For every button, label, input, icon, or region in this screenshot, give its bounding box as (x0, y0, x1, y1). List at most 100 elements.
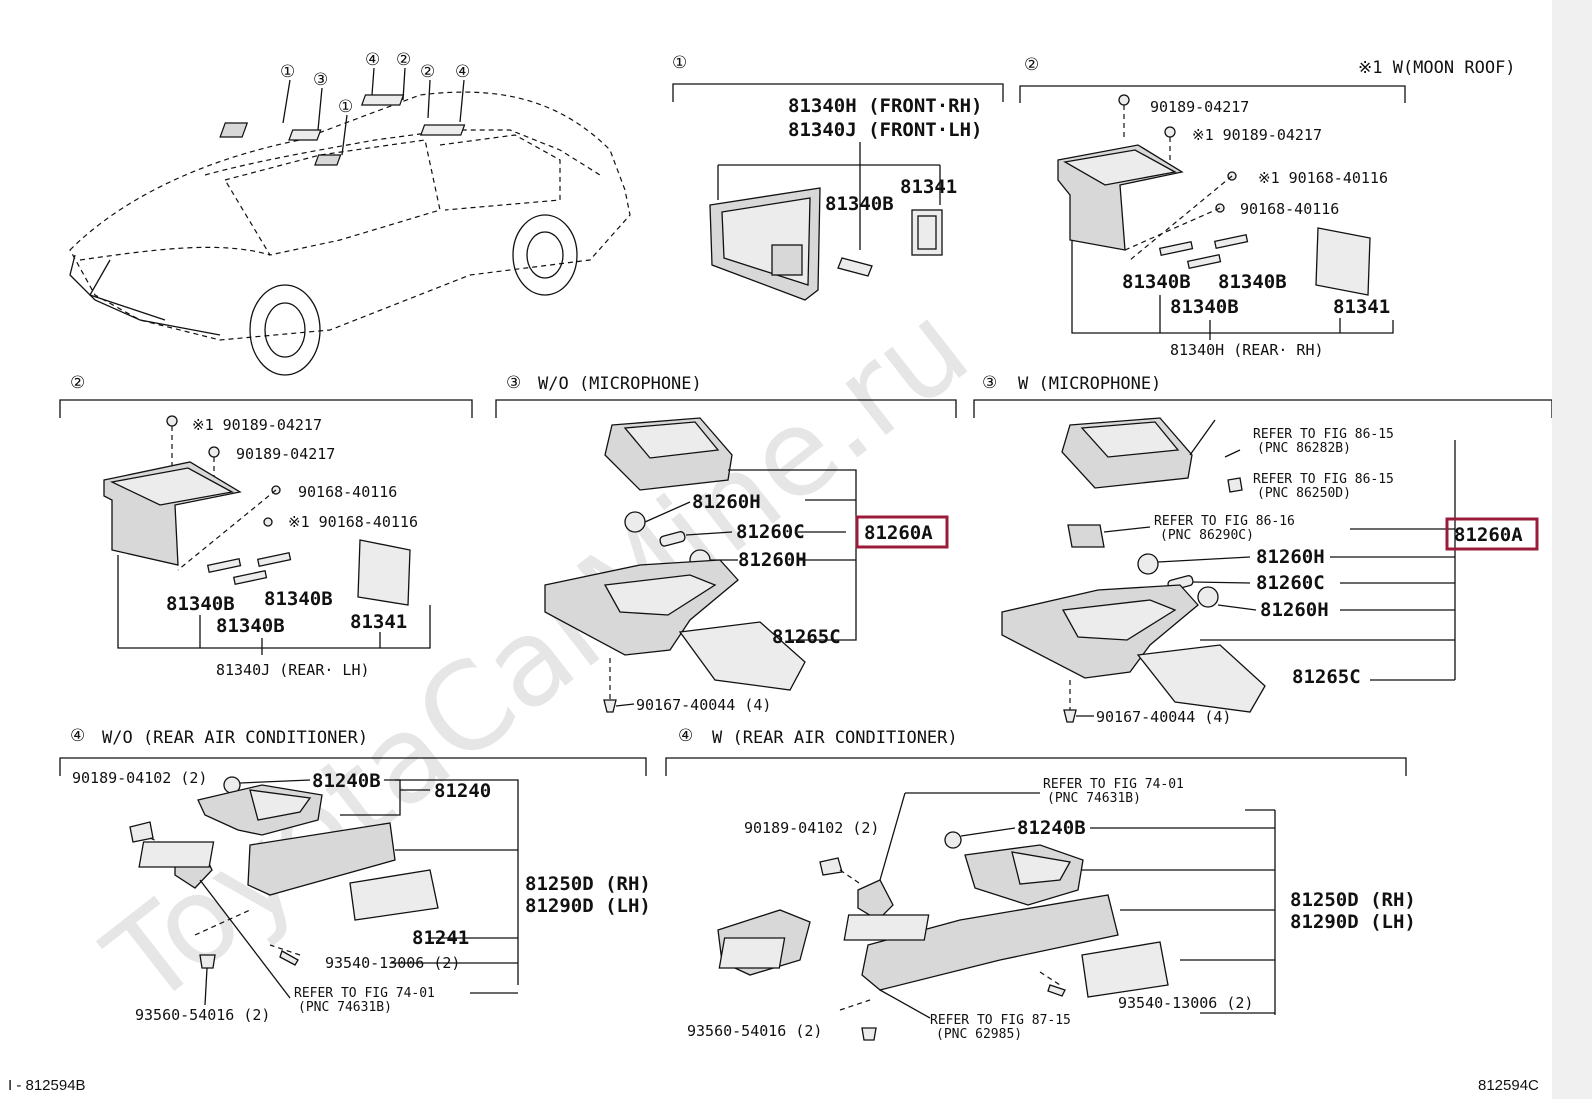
screw-alt-90189-04217: ※1 90189-04217 (192, 416, 322, 434)
refer-87-15: REFER TO FIG 87-15 (930, 1013, 1071, 1028)
part-81250d-rh: 81250D (RH) (1290, 889, 1416, 911)
clip-90189-04102: 90189-04102 (2) (744, 819, 879, 837)
pnc-86290c: (PNC 86290C) (1160, 528, 1254, 543)
part-81260a: 81260A (864, 522, 933, 544)
car-callouts: ① ③ ① ④ ② ② ④ (280, 50, 470, 117)
callout-2b: ② (420, 62, 435, 82)
section-number: ② (1024, 55, 1039, 75)
cover-icon (1136, 644, 1266, 713)
bulb-81340b-1: 81340B (166, 593, 235, 615)
rear-panel-icon (360, 94, 405, 106)
section-number: ④ (678, 726, 693, 746)
part-81340b: 81340B (825, 193, 894, 215)
screw-93560-54016: 93560-54016 (2) (135, 1006, 270, 1024)
bulb-81340b-1: 81340B (1122, 271, 1191, 293)
bulb-81340b-3: 81340B (216, 615, 285, 637)
section-3-with-microphone: ③ W (MICROPHONE) REFER TO FIG 86-15 (PNC… (973, 373, 1553, 726)
section-number: ② (70, 373, 85, 393)
bulb-81260c: 81260C (736, 521, 805, 543)
screw-93540-13006: 93540-13006 (2) (1118, 994, 1253, 1012)
figure-code-right: 812594C (1478, 1077, 1539, 1094)
screw-90189-04217: 90189-04217 (1150, 98, 1249, 116)
part-81341: 81341 (350, 611, 407, 633)
section-title: W (REAR AIR CONDITIONER) (712, 728, 958, 748)
part-81341: 81341 (1333, 296, 1390, 318)
cover-icon (678, 621, 806, 691)
nut-90168-40116-alt: ※1 90168-40116 (1258, 169, 1388, 187)
section-number: ④ (70, 726, 85, 746)
bezel-icon (861, 894, 1119, 991)
section-title: W/O (MICROPHONE) (538, 374, 702, 394)
bulb-81340b-3: 81340B (1170, 296, 1239, 318)
section-4-without-rear-ac: ④ W/O (REAR AIR CONDITIONER) 90189-04102… (59, 726, 651, 1024)
pnc-62985: (PNC 62985) (936, 1027, 1022, 1042)
highlight-81260a (1445, 517, 1539, 551)
screw-93540-13006: 93540-13006 (2) (325, 954, 460, 972)
assy-81340h-rear: 81340H (REAR· RH) (1170, 341, 1324, 359)
section-3-without-microphone: ③ W/O (MICROPHONE) 81260H 81260C 81260H … (495, 373, 957, 714)
screw-93560-icon (199, 954, 216, 969)
section-4-with-rear-ac: ④ W (REAR AIR CONDITIONER) REFER TO FIG … (665, 726, 1416, 1042)
bulb-icon (1137, 553, 1159, 575)
refer-74-01: REFER TO FIG 74-01 (1043, 777, 1184, 792)
section-number: ③ (506, 373, 521, 393)
car-illustration: ① ③ ① ④ ② ② ④ (69, 50, 631, 376)
part-81340j: 81340J (FRONT·LH) (788, 119, 982, 141)
refer-86-15-a: REFER TO FIG 86-15 (1253, 427, 1394, 442)
part-81265c: 81265C (772, 626, 841, 648)
part-81340h: 81340H (FRONT·RH) (788, 95, 982, 117)
callout-2: ② (396, 50, 411, 70)
part-81250d-rh: 81250D (RH) (525, 873, 651, 895)
clip-90189-04102: 90189-04102 (2) (72, 769, 207, 787)
callout-1b: ① (338, 97, 353, 117)
screw-90167-40044: 90167-40044 (4) (1096, 708, 1231, 726)
bulb-icon (837, 257, 873, 277)
section-title: W/O (REAR AIR CONDITIONER) (102, 728, 368, 748)
callout-3: ③ (313, 70, 328, 90)
room-lamp-icon (314, 154, 342, 166)
figure-code-left: I - 812594B (8, 1077, 86, 1094)
section-number: ③ (982, 373, 997, 393)
lens-icon (911, 209, 943, 256)
part-81290d-lh: 81290D (LH) (1290, 911, 1416, 933)
bulb-icon (624, 511, 646, 533)
bulb-81260h-1: 81260H (1256, 546, 1325, 568)
part-81240b: 81240B (312, 770, 381, 792)
bulb-icon (1158, 240, 1194, 257)
lens-81241-icon (349, 869, 439, 921)
moon-roof-note: ※1 W(MOON ROOF) (1358, 58, 1516, 78)
lens-icon (1315, 227, 1371, 296)
bulb-81260h-1: 81260H (692, 491, 761, 513)
bulb-81260h-2: 81260H (1260, 599, 1329, 621)
nut-90168-40116: 90168-40116 (1240, 200, 1339, 218)
bulb-81260c: 81260C (1256, 572, 1325, 594)
part-81265c: 81265C (1292, 666, 1361, 688)
assy-81340j-rear: 81340J (REAR· LH) (216, 661, 370, 679)
part-81290d-lh: 81290D (LH) (525, 895, 651, 917)
refer-86-16: REFER TO FIG 86-16 (1154, 514, 1295, 529)
refer-74-01: REFER TO FIG 74-01 (294, 986, 435, 1001)
part-81260a: 81260A (1454, 524, 1523, 546)
refer-86-15-b: REFER TO FIG 86-15 (1253, 472, 1394, 487)
bulb-81260h-2: 81260H (738, 549, 807, 571)
right-margin-strip (1552, 0, 1592, 1099)
screw-90167-40044: 90167-40044 (4) (636, 696, 771, 714)
clip-icon (819, 857, 843, 876)
screw-93560-54016: 93560-54016 (2) (687, 1022, 822, 1040)
section-2-rear-rh: ② ※1 W(MOON ROOF) 90189-04217 ※1 90189-0… (1019, 55, 1516, 359)
highlight-81260a (855, 515, 949, 549)
callout-4: ④ (365, 50, 380, 70)
rear-panel-icon-2 (419, 124, 466, 136)
part-81341: 81341 (900, 176, 957, 198)
part-81240: 81240 (434, 780, 491, 802)
dome-lamp-icon (288, 129, 322, 141)
bulb-icon (206, 557, 242, 574)
nut-90168-40116-alt: ※1 90168-40116 (288, 513, 418, 531)
bulb-81340b-2: 81340B (264, 588, 333, 610)
screw-alt-90189-04217: ※1 90189-04217 (1192, 126, 1322, 144)
screw-icon (603, 699, 617, 713)
screw-icon (1047, 984, 1066, 997)
callout-4b: ④ (455, 62, 470, 82)
screw-icon (1063, 709, 1077, 723)
